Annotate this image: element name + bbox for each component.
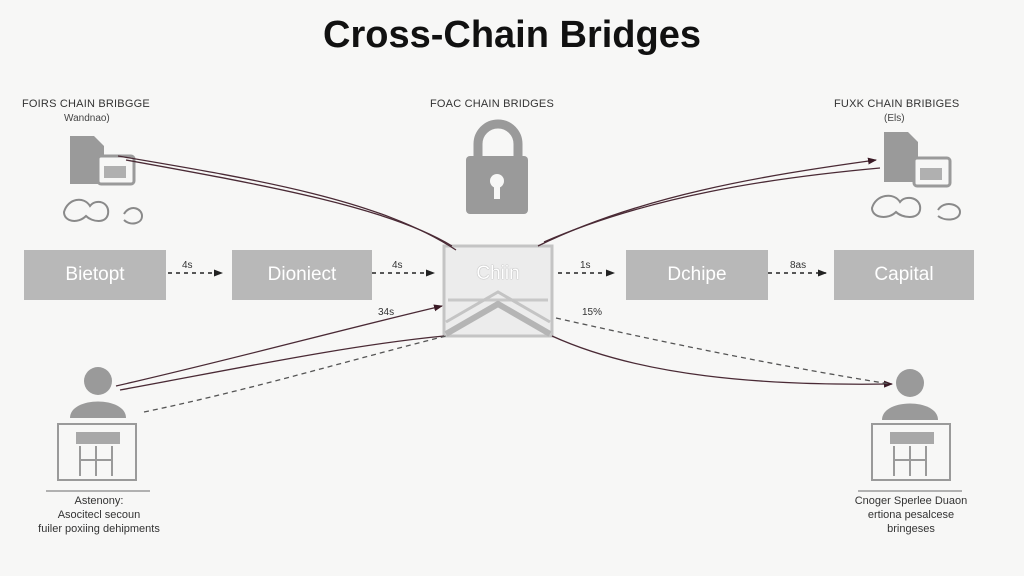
left-section-sublabel: Wandnao) xyxy=(64,113,110,124)
center-section-label: FOAC CHAIN BRIDGES xyxy=(430,98,555,110)
connector-bridge-to-doc-right-2 xyxy=(543,167,881,243)
dashed-link-user-left xyxy=(143,335,447,413)
edge-label-diag-right: 15% xyxy=(582,307,603,318)
caption-left-line-3: fuiler poxiing dehipments xyxy=(38,523,160,535)
flow-box-dioniect: Dioniect xyxy=(232,250,372,300)
cloud-doodle-icon-right xyxy=(870,194,962,221)
user-at-desk-icon-right xyxy=(858,369,962,492)
edge-label-4: 8as xyxy=(790,260,807,271)
flow-box-chiin: Chiin xyxy=(476,263,520,284)
user-at-desk-icon-left xyxy=(46,367,150,492)
connector-bridge-to-doc-right xyxy=(537,157,877,247)
document-icon-left xyxy=(70,136,136,186)
document-icon-right xyxy=(884,132,952,188)
flow-box-bietopt: Bietopt xyxy=(24,250,166,300)
connector-user-left-to-bridge-2 xyxy=(119,335,445,391)
flow-box-capital: Capital xyxy=(834,250,974,300)
caption-left-line-1: Astenony: xyxy=(74,495,124,507)
right-section-label: FUXK CHAIN BRIBIGES xyxy=(834,98,960,110)
left-section-label: FOIRS CHAIN BRIBGGE xyxy=(22,98,150,110)
edge-label-3: 1s xyxy=(580,260,591,271)
caption-right-line-1: Cnoger Sperlee Duaon xyxy=(854,495,968,507)
caption-left-line-2: Asocitecl secoun xyxy=(57,509,141,521)
caption-right: Cnoger Sperlee Duaon ertiona pesalcese b… xyxy=(826,494,996,536)
connector-doc-left-to-bridge xyxy=(117,155,457,251)
right-section-sublabel: (Els) xyxy=(884,113,905,124)
edge-label-1: 4s xyxy=(182,260,193,271)
diagram-title: Cross-Chain Bridges xyxy=(323,14,701,56)
edge-label-diag-left: 34s xyxy=(378,307,395,318)
connector-bridge-to-user-right xyxy=(551,335,893,388)
caption-right-line-2: ertiona pesalcese xyxy=(867,509,955,521)
edge-label-2: 4s xyxy=(392,260,403,271)
flow-box-dchipe: Dchipe xyxy=(626,250,768,300)
cloud-doodle-icon-left xyxy=(62,198,144,225)
caption-left: Astenony: Asocitecl secoun fuiler poxiin… xyxy=(14,494,184,536)
lock-icon xyxy=(466,119,528,214)
connector-doc-left-to-bridge-2 xyxy=(125,159,453,247)
connector-user-left-to-bridge xyxy=(115,304,443,387)
caption-right-line-3: bringeses xyxy=(887,523,935,535)
dashed-link-user-right xyxy=(555,317,891,385)
